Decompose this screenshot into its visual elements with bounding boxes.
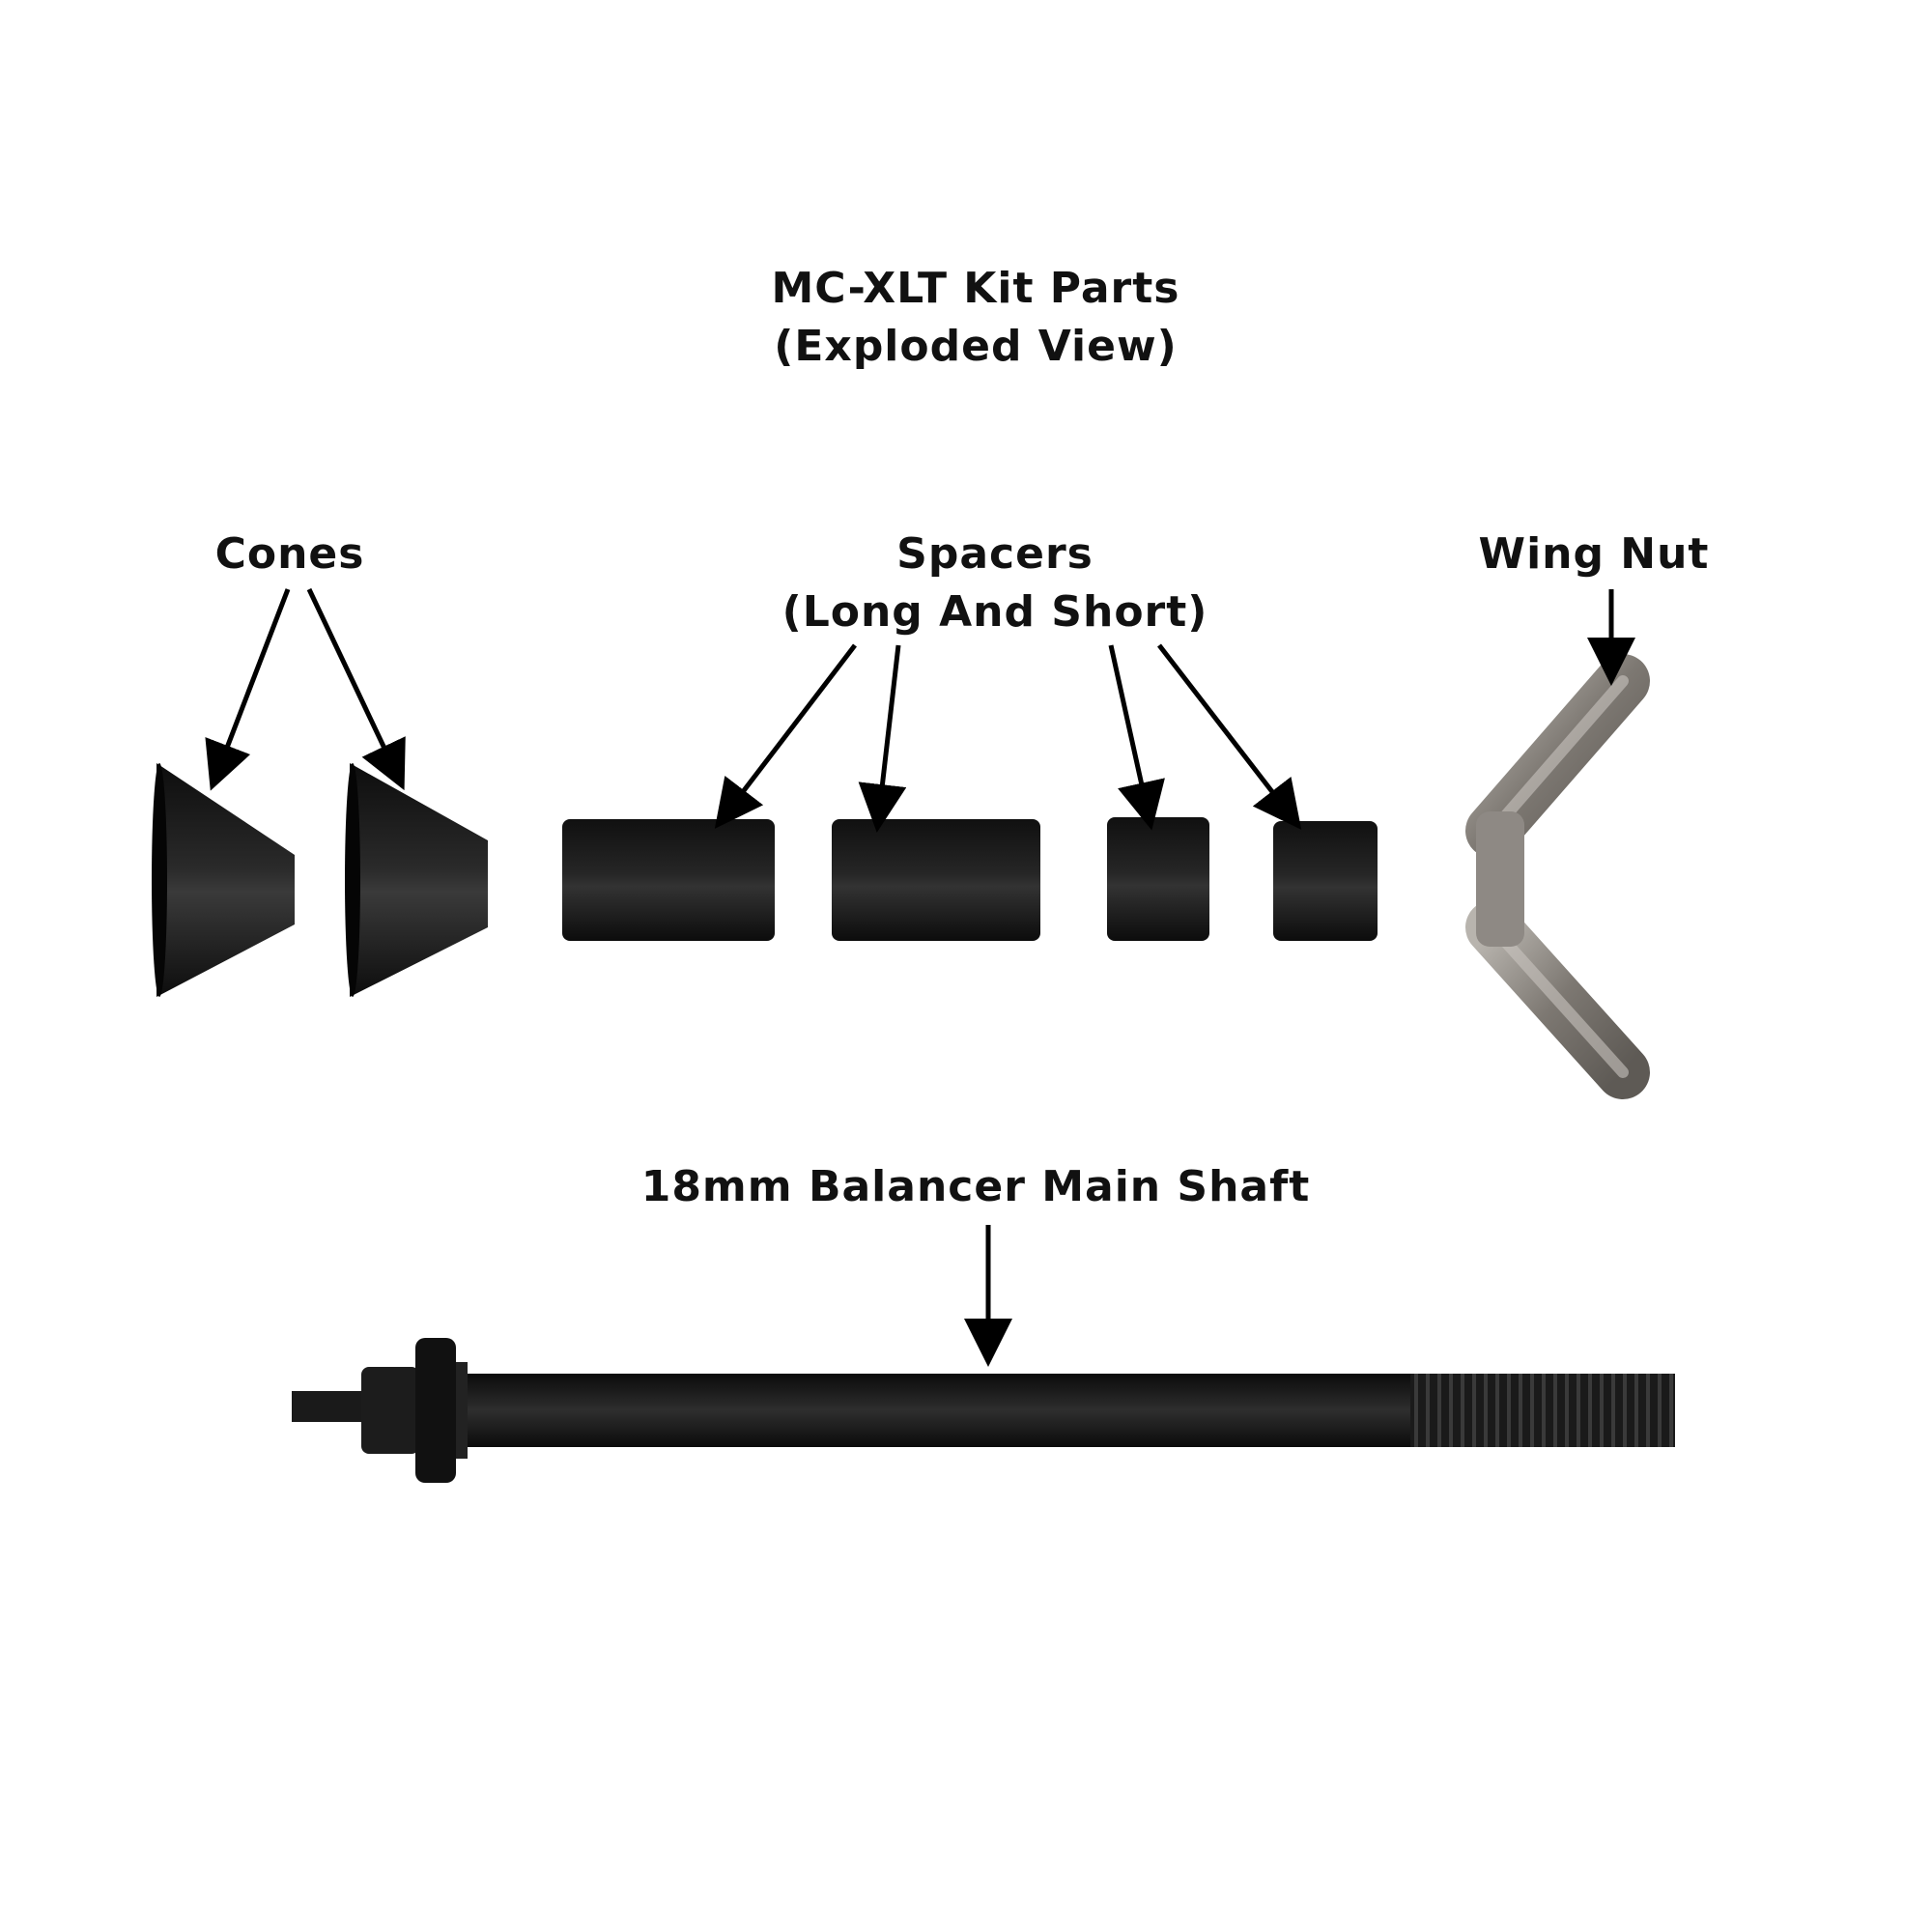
spacer-arrow-3 bbox=[1108, 644, 1165, 831]
diagram-title-line2: (Exploded View) bbox=[774, 322, 1178, 371]
spacer-arrow-2 bbox=[858, 644, 907, 833]
short-spacer-2 bbox=[1273, 821, 1378, 941]
spacers-label-line2: (Long And Short) bbox=[781, 587, 1208, 637]
shaft-label: 18mm Balancer Main Shaft bbox=[640, 1162, 1311, 1211]
wing-nut bbox=[1465, 654, 1650, 1099]
balancer-main-shaft bbox=[292, 1338, 1675, 1483]
cones-arrow-1 bbox=[205, 588, 291, 791]
arrows bbox=[205, 587, 1635, 1367]
long-spacer-2 bbox=[832, 819, 1040, 941]
wing-nut-label: Wing Nut bbox=[1478, 529, 1710, 579]
diagram-title-line1: MC-XLT Kit Parts bbox=[771, 264, 1180, 313]
cones-arrow-2 bbox=[306, 587, 406, 791]
cone-2 bbox=[345, 763, 488, 997]
cones-label: Cones bbox=[214, 529, 365, 579]
cone-1 bbox=[152, 763, 295, 997]
short-spacer-1 bbox=[1107, 817, 1209, 941]
long-spacer-1 bbox=[562, 819, 775, 941]
spacer-arrow-1 bbox=[714, 643, 857, 829]
spacer-arrow-4 bbox=[1157, 643, 1302, 830]
spacers-label-line1: Spacers bbox=[896, 529, 1094, 579]
